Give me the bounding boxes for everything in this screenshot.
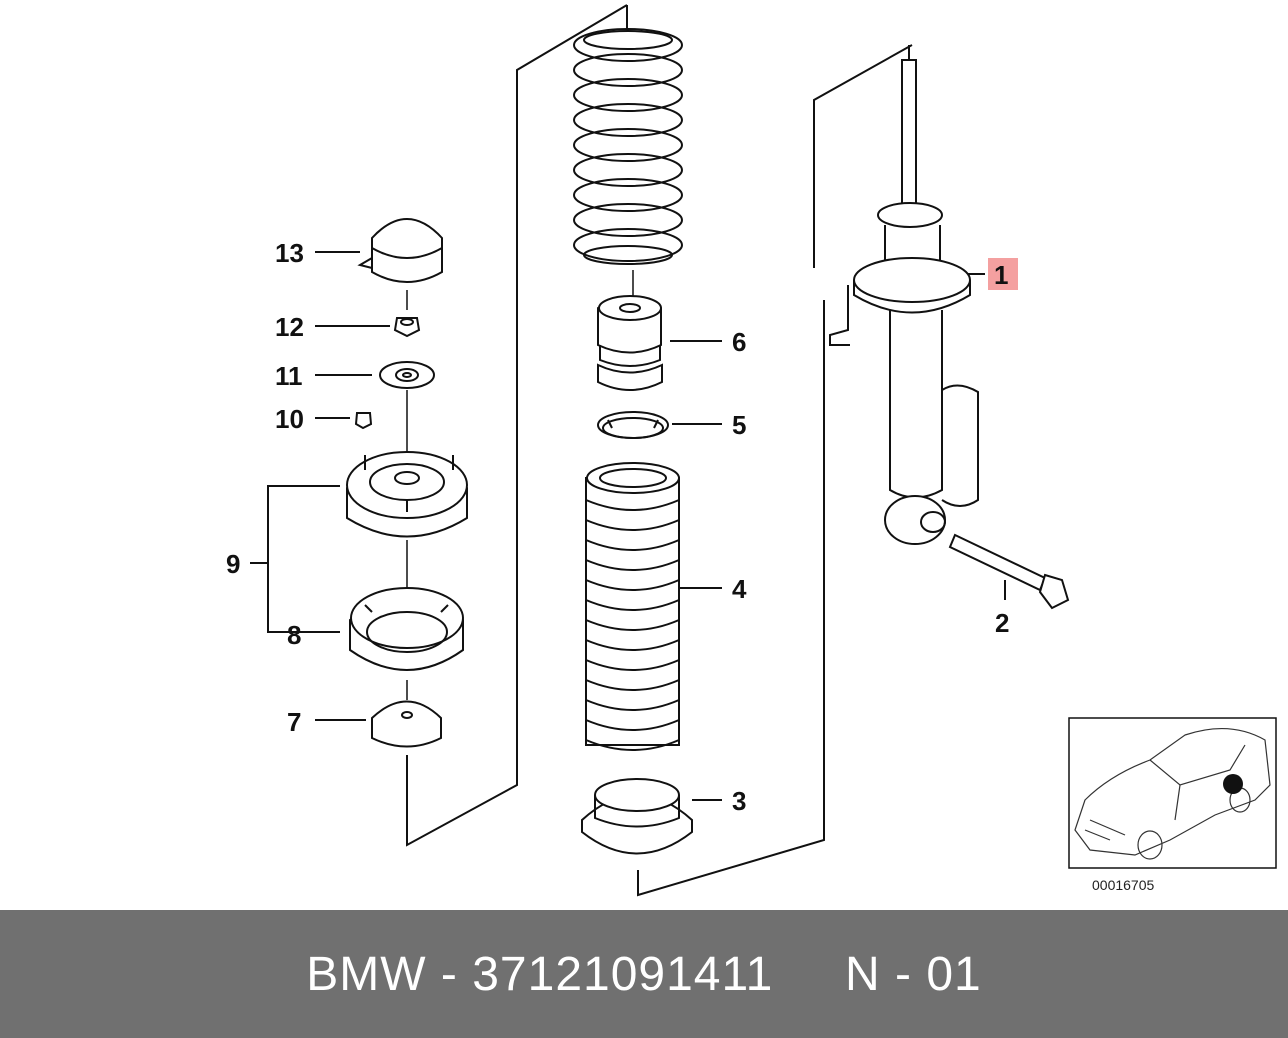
car-outline-icon xyxy=(1074,728,1271,860)
callout-3: 3 xyxy=(732,786,746,816)
part-6-bump-stop xyxy=(597,295,663,391)
part-4-protective-boot xyxy=(585,462,680,751)
footer-separator: - xyxy=(426,947,473,1001)
callout-9: 9 xyxy=(226,549,240,579)
part-9-strut-mount xyxy=(346,451,468,538)
assembly-bracket-right xyxy=(626,5,913,897)
callout-7: 7 xyxy=(287,707,301,737)
callout-2: 2 xyxy=(995,608,1009,638)
part-1-highlight xyxy=(988,258,1018,290)
inset-diagram-code: 00016705 xyxy=(1092,877,1155,893)
callout-1: 1 xyxy=(994,260,1008,290)
callout-12: 12 xyxy=(275,312,304,342)
footer-bar: BMW - 37121091411 N - 01 xyxy=(0,910,1288,1038)
part-3-spring-seat xyxy=(581,778,693,855)
part-10-small-nut xyxy=(354,412,373,430)
footer-part-number: 37121091411 xyxy=(472,947,774,1001)
footer-brand: BMW xyxy=(306,947,427,1001)
coil-spring xyxy=(573,28,683,265)
callout-4: 4 xyxy=(732,574,747,604)
footer-gap xyxy=(773,947,845,1002)
callout-11: 11 xyxy=(275,361,303,391)
callout-13: 13 xyxy=(275,238,304,268)
callout-10: 10 xyxy=(275,404,304,434)
assembly-bracket-left xyxy=(406,4,628,847)
vehicle-locator-inset: 00016705 xyxy=(1068,717,1277,893)
callout-6: 6 xyxy=(732,327,746,357)
footer-variant: N - 01 xyxy=(845,947,982,1001)
part-8-spacer-ring xyxy=(349,587,464,671)
part-12-nut xyxy=(393,317,421,338)
part-2-bolt xyxy=(948,533,1070,610)
part-13-cap xyxy=(357,218,443,283)
parts-diagram: 13 12 11 10 9 8 7 6 5 4 3 2 1 00016705 xyxy=(226,4,1277,897)
part-7-small-cap xyxy=(371,700,442,748)
footer-caption: BMW - 37121091411 N - 01 xyxy=(0,910,1288,1038)
part-11-washer xyxy=(379,361,435,389)
part-5-retaining-ring xyxy=(597,411,669,439)
callout-5: 5 xyxy=(732,410,746,440)
part-1-shock-absorber xyxy=(829,45,979,545)
location-marker-icon xyxy=(1223,774,1243,794)
callout-8: 8 xyxy=(287,620,301,650)
